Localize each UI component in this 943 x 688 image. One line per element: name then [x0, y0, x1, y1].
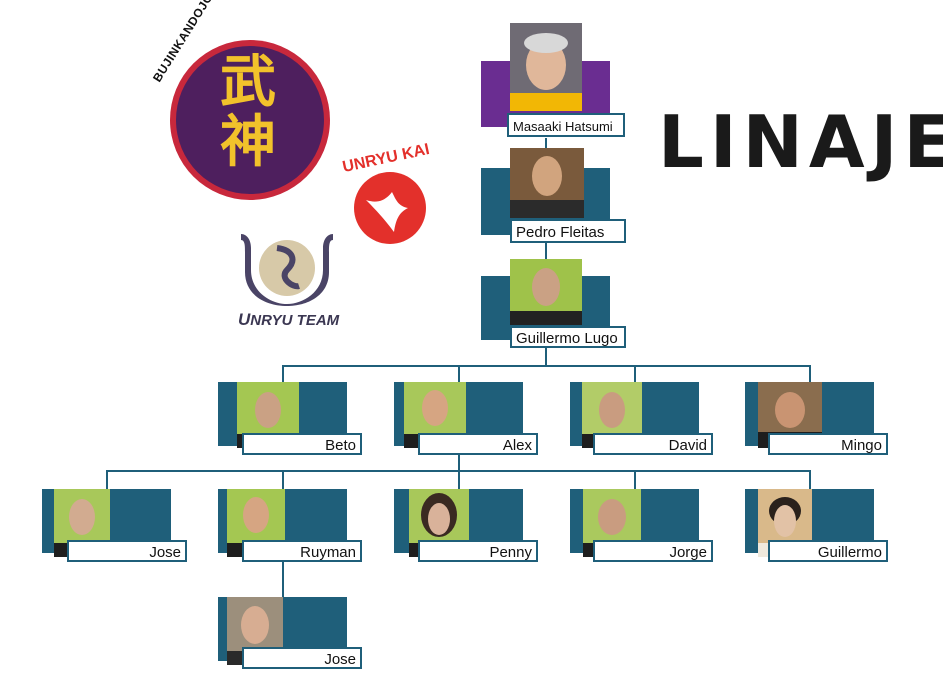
label-ruyman: Ruyman [242, 540, 362, 562]
connector [458, 470, 460, 490]
label-jose-2: Jose [242, 647, 362, 669]
bujinkan-kanji-bu: 武 [220, 50, 276, 115]
connector [106, 470, 108, 490]
label-beto: Beto [242, 433, 362, 455]
connector [282, 562, 284, 598]
bujinkan-logo: BUJINKANDOJO 武 神 [150, 0, 335, 205]
photo-guillermo-lugo [510, 259, 582, 325]
label-masaaki-hatsumi: Masaaki Hatsumi [507, 113, 625, 137]
unryu-kai-logo: UNRYU KAI [338, 141, 438, 248]
connector [545, 243, 547, 259]
unryu-team-u: U [238, 310, 251, 329]
label-david: David [593, 433, 713, 455]
page-title: LINAJE [658, 100, 943, 184]
label-jose: Jose [67, 540, 187, 562]
label-mingo: Mingo [768, 433, 888, 455]
connector [458, 455, 460, 471]
label-guillermo-lugo: Guillermo Lugo [510, 326, 626, 348]
connector [634, 470, 636, 490]
connector [282, 365, 284, 383]
connector [545, 348, 547, 366]
unryu-team-logo: UNRYU TEAM [232, 230, 342, 330]
label-jorge: Jorge [593, 540, 713, 562]
connector [545, 138, 547, 152]
connector [634, 365, 636, 383]
connector [282, 365, 811, 367]
connector [809, 470, 811, 490]
label-pedro-fleitas: Pedro Fleitas [510, 219, 626, 243]
label-penny: Penny [418, 540, 538, 562]
connector [458, 365, 460, 383]
photo-masaaki-hatsumi [510, 23, 582, 111]
label-alex: Alex [418, 433, 538, 455]
unryu-team-text: NRYU TEAM [250, 312, 340, 329]
unryu-team-emblem-icon [241, 234, 333, 306]
connector [809, 365, 811, 383]
label-guillermo: Guillermo [768, 540, 888, 562]
connector [282, 470, 284, 490]
unryu-kai-dove-icon [354, 172, 426, 244]
photo-pedro-fleitas [510, 148, 584, 218]
bujinkan-kanji-jin: 神 [220, 110, 276, 175]
